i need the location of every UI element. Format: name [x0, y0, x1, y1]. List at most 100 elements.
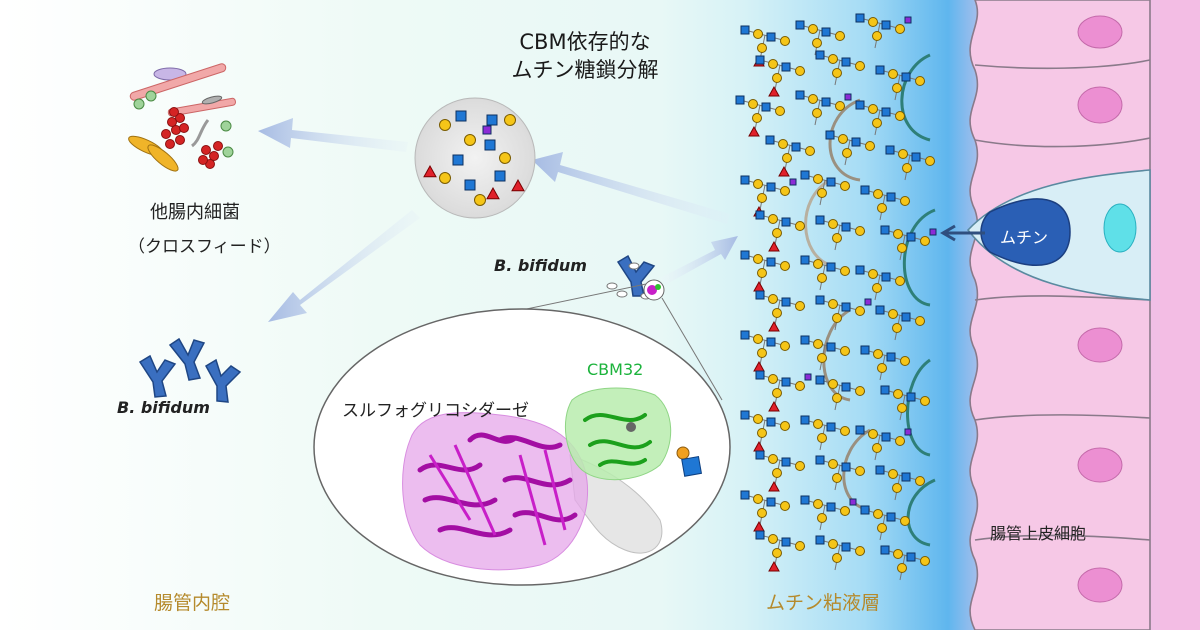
galactose-circle: [813, 339, 823, 349]
galactose-circle: [828, 219, 838, 229]
galactose-circle: [865, 141, 875, 151]
galactose-circle: [772, 468, 782, 478]
galactose-circle: [855, 546, 865, 556]
glcnac-square: [815, 535, 825, 545]
glcnac-square: [800, 255, 810, 265]
glcnac-square: [791, 142, 801, 152]
galactose-circle: [900, 356, 910, 366]
bifidum-with-enzyme-icon: [606, 254, 665, 301]
glcnac-square: [755, 450, 765, 460]
glcnac-square: [855, 425, 865, 435]
glcnac-square: [855, 13, 865, 23]
galactose-circle: [835, 101, 845, 111]
galactose-circle: [835, 31, 845, 41]
galactose-circle: [768, 214, 778, 224]
epithelial-cells-label: 腸管上皮細胞: [990, 524, 1087, 543]
galactose-circle: [855, 61, 865, 71]
fucose-triangle: [768, 560, 780, 572]
glcnac-square: [815, 375, 825, 385]
galactose-circle: [772, 548, 782, 558]
galactose-circle: [757, 348, 767, 358]
glcnac-square: [740, 330, 750, 340]
galactose-circle: [877, 203, 887, 213]
galactose-circle: [795, 301, 805, 311]
title-line-2: ムチン糖鎖分解: [511, 58, 659, 82]
glcnac-square: [826, 502, 836, 512]
galactose-circle: [897, 243, 907, 253]
right-margin: [1160, 0, 1200, 630]
fucose-triangle: [768, 400, 780, 412]
glcnac-square: [795, 90, 805, 100]
galactose-circle: [855, 386, 865, 396]
glcnac-square: [826, 422, 836, 432]
galactose-circle: [840, 266, 850, 276]
galactose-circle: [817, 353, 827, 363]
glcnac-square: [766, 32, 776, 42]
galactose-circle: [855, 226, 865, 236]
galactose-circle: [768, 454, 778, 464]
title-line-1: CBM依存的な: [519, 30, 651, 54]
galactose-circle: [920, 236, 930, 246]
galactose-circle: [753, 29, 763, 39]
galactose-circle: [768, 59, 778, 69]
glcnac-square: [849, 498, 857, 506]
galactose-circle: [817, 273, 827, 283]
glcnac-square: [901, 72, 911, 82]
galactose-circle: [768, 374, 778, 384]
fucose-triangle: [768, 480, 780, 492]
diagram-title: CBM依存的な ムチン糖鎖分解: [470, 28, 700, 84]
glcnac-square: [766, 182, 776, 192]
galactose-circle: [915, 76, 925, 86]
galactose-circle: [873, 349, 883, 359]
galactose-circle: [813, 499, 823, 509]
galactose-circle: [499, 152, 511, 164]
galactose-circle: [772, 73, 782, 83]
glcnac-square: [860, 345, 870, 355]
galactose-circle: [920, 396, 930, 406]
other-bacteria-icon: [128, 63, 236, 172]
glcnac-square: [911, 152, 921, 162]
glcnac-square: [929, 228, 937, 236]
glcnac-square: [800, 495, 810, 505]
galactose-circle: [892, 483, 902, 493]
galactose-circle: [868, 104, 878, 114]
cell-nuclei: [1077, 15, 1123, 603]
intestinal-lumen-label: 腸管内腔: [154, 592, 231, 614]
galactose-circle: [780, 501, 790, 511]
glcnac-square: [455, 110, 467, 122]
glcnac-square: [906, 392, 916, 402]
galactose-circle: [757, 508, 767, 518]
galactose-circle: [768, 294, 778, 304]
galactose-circle: [888, 469, 898, 479]
galactose-circle: [920, 556, 930, 566]
galactose-circle: [893, 549, 903, 559]
glcnac-square: [815, 295, 825, 305]
galactose-circle: [808, 94, 818, 104]
glcnac-square: [755, 370, 765, 380]
galactose-circle: [795, 461, 805, 471]
bifidum-cells: [138, 337, 242, 403]
glcnac-square: [906, 552, 916, 562]
glcnac-square: [755, 210, 765, 220]
glcnac-square: [781, 62, 791, 72]
glcnac-square: [841, 222, 851, 232]
glcnac-square: [875, 305, 885, 315]
galactose-circle: [868, 429, 878, 439]
galactose-circle: [753, 179, 763, 189]
glcnac-square: [880, 225, 890, 235]
glcnac-square: [904, 428, 912, 436]
glcnac-square: [486, 114, 498, 126]
galactose-circle: [915, 476, 925, 486]
galactose-circle: [832, 553, 842, 563]
galactose-circle: [828, 379, 838, 389]
fucose-triangle: [423, 164, 437, 178]
galactose-circle: [795, 381, 805, 391]
galactose-circle: [795, 541, 805, 551]
galactose-circle: [868, 17, 878, 27]
galactose-circle: [748, 99, 758, 109]
galactose-circle: [832, 68, 842, 78]
glcnac-square: [881, 20, 891, 30]
glcnac-square: [904, 16, 912, 24]
galactose-circle: [855, 466, 865, 476]
cross-feeding-label: （クロスフィード）: [128, 237, 281, 257]
